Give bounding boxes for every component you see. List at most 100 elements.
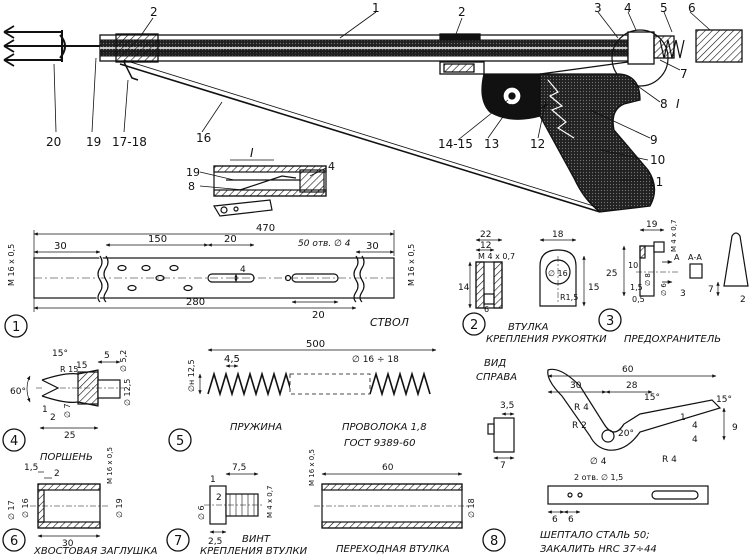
part-4-labels: 15° 60° R 15 15 5 ∅ 5,2 ∅ 7 ∅ 12,5 2 1 2… <box>10 349 132 463</box>
gun-assembly <box>3 25 743 213</box>
adapter-d60: 60 <box>382 463 394 473</box>
sear-d35: 3,5 <box>500 401 514 411</box>
sear-r2: R 2 <box>572 421 587 431</box>
assembly-callouts <box>53 11 711 181</box>
cap-d15: 1,5 <box>24 463 38 473</box>
detail-8: 8 <box>188 180 195 193</box>
part-1-number: 1 <box>12 320 20 335</box>
sear-d4b: 4 <box>692 435 698 445</box>
bushing-r15: R1,5 <box>560 293 578 302</box>
sear-15deg-a: 15° <box>644 393 660 403</box>
barrel-thread-left: М 16 х 0,5 <box>7 244 16 286</box>
safety-d19: 19 <box>646 220 658 230</box>
safety-d15: 1,5 <box>630 283 643 292</box>
sear-d7: 7 <box>500 461 506 471</box>
part-7-screw <box>166 472 264 552</box>
sear-15deg-b: 15° <box>716 395 732 405</box>
sear-dia4: ∅ 4 <box>590 457 607 467</box>
sear-d1: 1 <box>680 413 686 423</box>
adapter-d18: ∅ 18 <box>467 498 476 518</box>
cap-d16: ∅ 16 <box>21 498 30 518</box>
part-2-number: 2 <box>470 318 478 333</box>
assembly-labels: 1 2 2 3 4 5 6 7 8 I 9 10 11 12 13 14-15 … <box>46 1 696 189</box>
bushing-d14: 14 <box>458 283 470 293</box>
callout-2b: 2 <box>458 5 466 19</box>
sear-r4b: R 4 <box>662 455 677 465</box>
piston-caption: ПОРШЕНЬ <box>40 452 93 463</box>
adapter-bushing <box>314 472 470 529</box>
part-1-labels: 470 30 150 20 50 отв. ∅ 4 4 30 280 20 М … <box>7 223 416 335</box>
part-8-sear <box>482 368 726 552</box>
safety-d10: 10 <box>628 261 638 270</box>
screw-d2: 2 <box>216 493 222 503</box>
spring-coil-left <box>207 371 293 397</box>
callout-11: 11 <box>648 175 663 189</box>
callout-19: 19 <box>86 135 101 149</box>
bushing-d6: 6 <box>484 305 489 314</box>
spring-dh: ∅н 12,5 <box>187 359 196 392</box>
barrel-d4: 4 <box>240 265 246 275</box>
barrel-holes-note: 50 отв. ∅ 4 <box>298 239 351 249</box>
safety-d3: 3 <box>680 289 686 299</box>
screw-d75: 7,5 <box>232 463 246 473</box>
sear-d9: 9 <box>732 423 738 433</box>
barrel-d20b: 20 <box>312 310 325 321</box>
screw-thread: М 4 х 0,7 <box>266 486 274 518</box>
tail-cap <box>695 29 743 63</box>
callout-16: 16 <box>196 131 211 145</box>
piston-d7: ∅ 7 <box>63 403 72 418</box>
barrel-d30a: 30 <box>54 241 67 252</box>
part-6-number: 6 <box>10 534 18 549</box>
safety-caption: ПРЕДОХРАНИТЕЛЬ <box>624 334 721 345</box>
part-8-number: 8 <box>490 534 498 549</box>
part-7-number: 7 <box>174 534 182 549</box>
cap-d17: ∅ 17 <box>7 500 16 520</box>
callout-20: 20 <box>46 135 61 149</box>
callout-9: 9 <box>650 133 658 147</box>
barrel-d30b: 30 <box>366 241 379 252</box>
callout-1: 1 <box>372 1 380 15</box>
callout-14-15: 14-15 <box>438 137 473 151</box>
bushing-d18: 18 <box>552 230 564 240</box>
detail-title: I <box>250 146 254 160</box>
safety-d05: 0,5 <box>632 295 645 304</box>
barrel-d470: 470 <box>256 223 275 234</box>
piston-d15: 15 <box>76 361 87 371</box>
sear-d30: 30 <box>570 381 582 391</box>
callout-10: 10 <box>650 153 665 167</box>
callout-8-detail: I <box>676 97 680 111</box>
callout-7: 7 <box>680 67 688 81</box>
pistol-grip <box>539 73 656 213</box>
sear-view-1: ВИД <box>484 358 506 369</box>
part-3-safety <box>598 228 749 332</box>
adapter-labels: М 16 х 0,5 60 ∅ 18 ПЕРЕХОДНАЯ ВТУЛКА <box>308 449 476 555</box>
sear-20deg: 20° <box>618 429 634 439</box>
sear-r4a: R 4 <box>574 403 589 413</box>
part-6-labels: 1,5 2 М 16 х 0,5 ∅ 17 ∅ 16 ∅ 19 30 6 ХВО… <box>7 447 158 557</box>
bushing-dia16: ∅ 16 <box>548 269 568 278</box>
barrel-d150: 150 <box>148 234 167 245</box>
detail-i-labels: I 19 8 4 <box>186 146 335 193</box>
bushing-caption-1: ВТУЛКА <box>508 322 549 333</box>
part-3-number: 3 <box>606 314 614 329</box>
bushing-thread: М 4 х 0,7 <box>478 252 515 261</box>
piston-15deg: 15° <box>52 349 68 359</box>
sear-d60: 60 <box>622 365 634 375</box>
sear-holes: 2 отв. ∅ 1,5 <box>574 473 623 482</box>
screw-d1: 1 <box>210 475 216 485</box>
screw-d6: ∅ 6 <box>197 505 206 520</box>
part-8-labels: ВИД СПРАВА 3,5 7 60 30 28 R 4 R 2 R 4 15… <box>476 358 738 555</box>
sear-caption-1: ШЕПТАЛО СТАЛЬ 50; <box>540 530 650 541</box>
part-5-spring <box>168 348 437 452</box>
safety-a-mark: А <box>674 253 680 262</box>
screw-caption-1: ВИНТ <box>242 534 271 545</box>
spring-coil-right <box>369 371 431 397</box>
front-bushing <box>115 33 159 63</box>
callout-5: 5 <box>660 1 668 15</box>
spring-d500: 500 <box>306 339 325 350</box>
sear-view-2: СПРАВА <box>476 372 517 383</box>
part-6-cap <box>2 471 108 552</box>
detail-4: 4 <box>328 160 335 173</box>
safety-d6: ∅ 6 <box>660 283 668 296</box>
